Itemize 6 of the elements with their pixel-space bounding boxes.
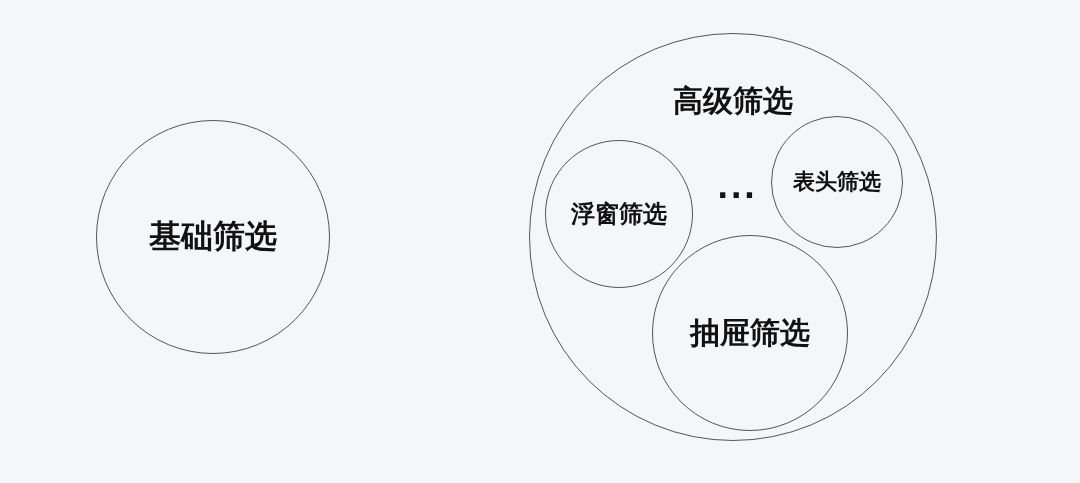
node-label: 浮窗筛选 — [570, 199, 668, 230]
node-label: 表头筛选 — [792, 168, 882, 196]
ellipsis-label: ··· — [717, 178, 758, 213]
node-label: 抽屉筛选 — [688, 313, 811, 352]
node-label: 高级筛选 — [672, 81, 794, 120]
node-label: 基础筛选 — [148, 216, 278, 257]
